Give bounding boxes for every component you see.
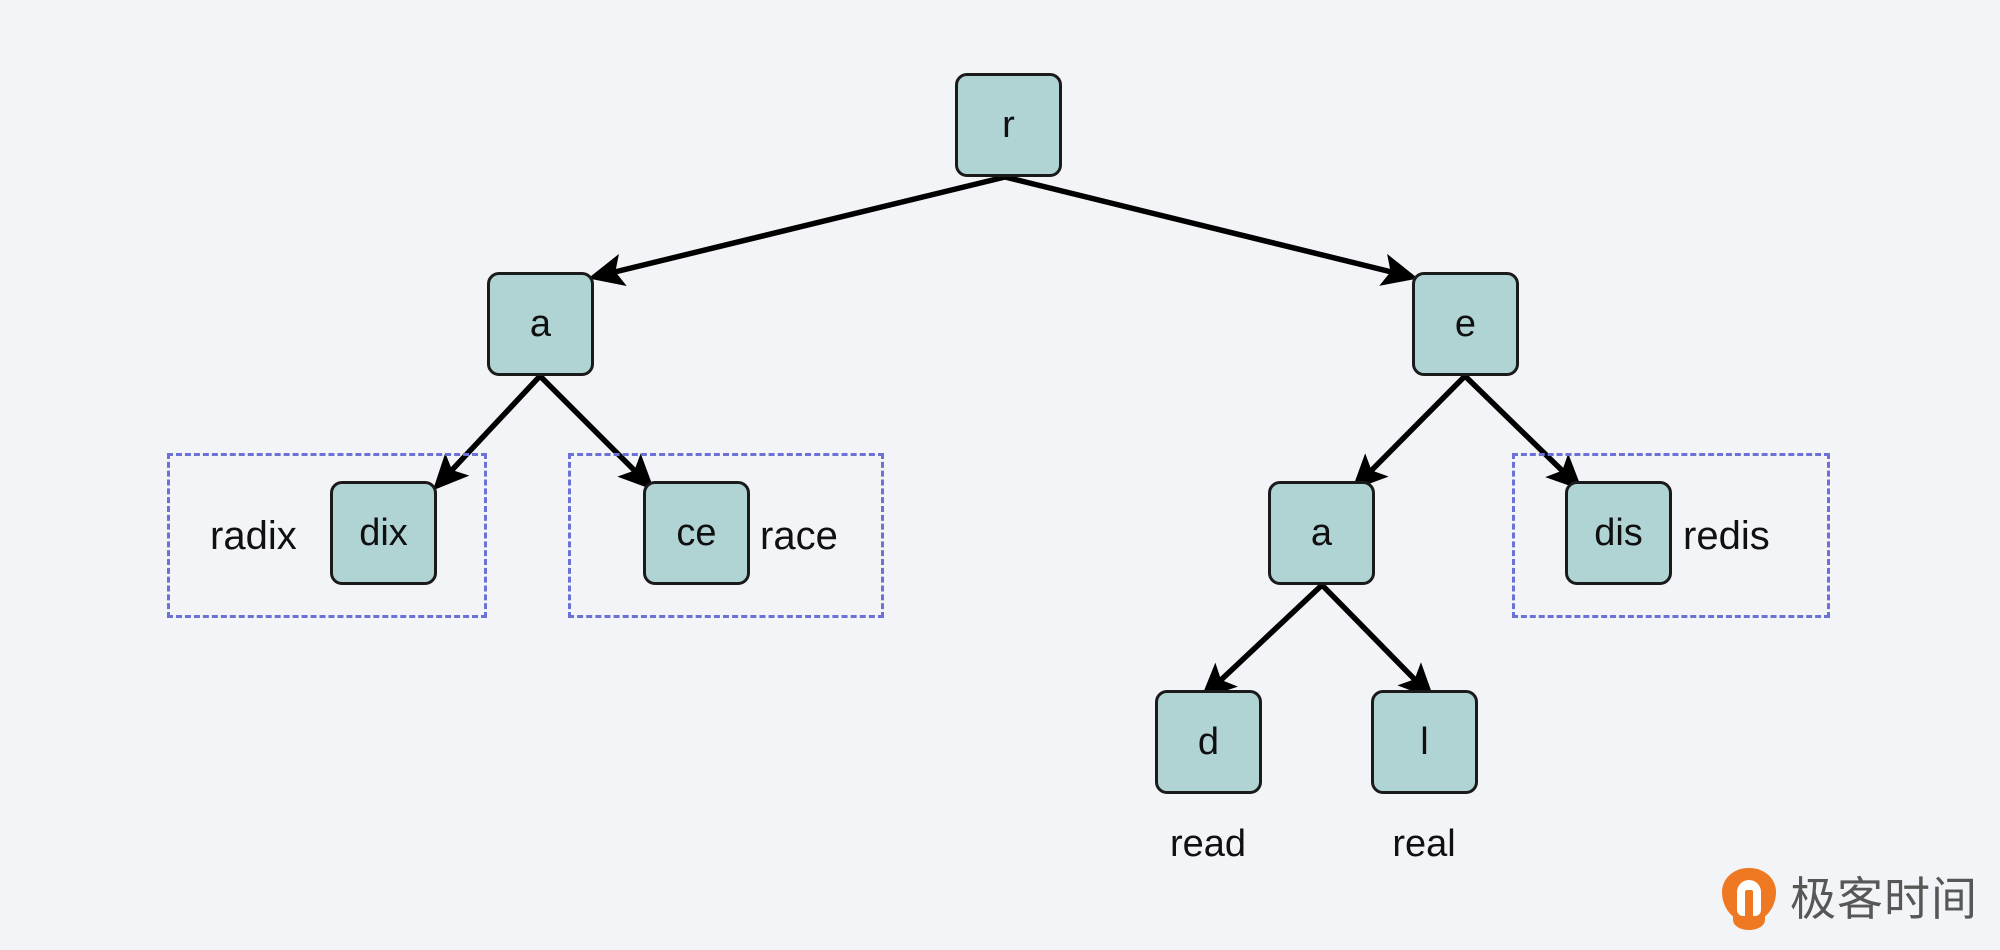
tree-node-dis[interactable]: dis <box>1565 481 1672 585</box>
tree-node-e-right[interactable]: e <box>1412 272 1519 376</box>
watermark-text: 极客时间 <box>1790 872 1978 926</box>
edge-e-a <box>1351 374 1467 491</box>
watermark: 极客时间 <box>1722 868 1978 930</box>
edge-a-d <box>1200 582 1324 700</box>
geektime-logo-icon <box>1722 868 1776 930</box>
group-word-redis: redis <box>1683 514 1770 558</box>
tree-node-dix[interactable]: dix <box>330 481 437 585</box>
edge-root-e <box>1004 174 1418 286</box>
group-box-radix <box>167 453 487 618</box>
edge-root-a <box>588 174 1006 287</box>
group-word-race: race <box>760 514 838 558</box>
tree-node-root[interactable]: r <box>955 73 1062 177</box>
edge-a-l <box>1320 583 1435 700</box>
leaf-label-real: real <box>1392 823 1456 865</box>
tree-node-a-right[interactable]: a <box>1268 481 1375 585</box>
tree-node-l[interactable]: l <box>1371 690 1478 794</box>
tree-node-a-left[interactable]: a <box>487 272 594 376</box>
group-word-radix: radix <box>210 514 297 558</box>
leaf-label-read: read <box>1169 823 1247 865</box>
group-box-race <box>568 453 884 618</box>
tree-node-d[interactable]: d <box>1155 690 1262 794</box>
group-box-redis <box>1512 453 1830 618</box>
tree-node-ce[interactable]: ce <box>643 481 750 585</box>
